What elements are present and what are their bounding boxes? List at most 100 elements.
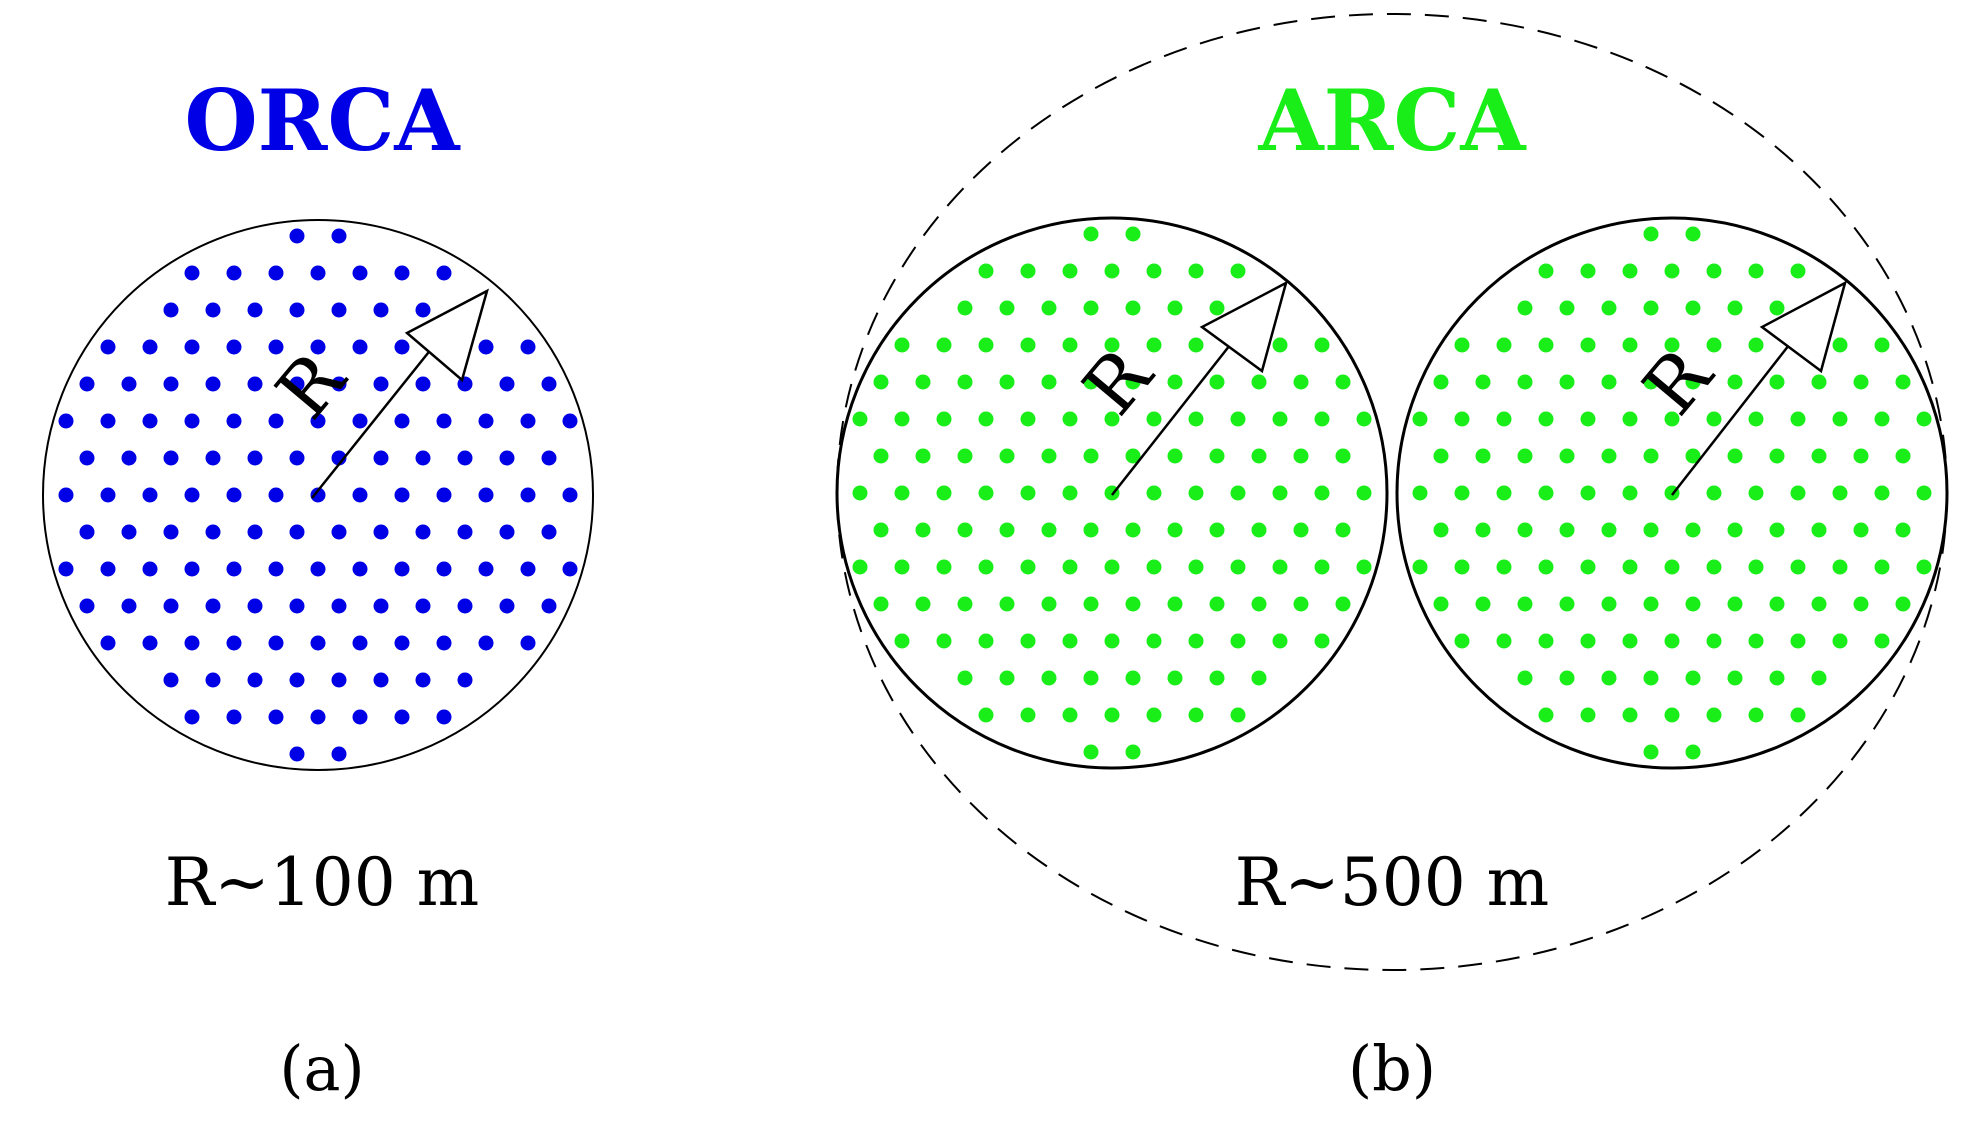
arca-dom-dot [1230,411,1246,427]
orca-dom-dot [373,598,389,614]
arca-dom-dot [873,596,889,612]
orca-dom-dot [352,709,368,725]
arca-dom-dot [1496,337,1512,353]
orca-dom-dot [100,487,116,503]
arca-dom-dot [1356,559,1372,575]
arca-dom-dot [1790,707,1806,723]
arca-dom-dot [978,411,994,427]
arca-dom-dot [1083,374,1099,390]
arca-dom-dot [1146,337,1162,353]
orca-dom-dot [142,339,158,355]
arca-dom-dot [1104,411,1120,427]
arca-dom-dot [1580,485,1596,501]
orca-dom-dot [436,635,452,651]
orca-dom-dot [268,339,284,355]
orca-dom-dots [58,228,578,762]
arca-dom-dot [1769,522,1785,538]
arca-dom-dot [1559,374,1575,390]
arca-dom-dot [1706,559,1722,575]
arca-dom-dot [1580,707,1596,723]
orca-dom-dot [100,561,116,577]
arca-dom-dot [999,522,1015,538]
orca-dom-dot [520,413,536,429]
arca-dom-dot [957,596,973,612]
arca-dom-dot [1020,337,1036,353]
arca-right-radius-arrow [1671,280,1847,496]
orca-dom-dot [352,339,368,355]
arca-dom-dot [1580,411,1596,427]
arca-dom-dot [1041,374,1057,390]
arca-dom-dot [957,670,973,686]
arca-dom-dot [1020,559,1036,575]
orca-dom-dot [226,561,242,577]
arca-dom-dot [1251,374,1267,390]
orca-dom-dot [142,635,158,651]
orca-dom-dot [121,524,137,540]
arca-dom-dot [1832,559,1848,575]
arca-dom-dot [1601,448,1617,464]
arca-dom-dot [1167,448,1183,464]
orca-dom-dot [436,709,452,725]
arca-dom-dot [1538,707,1554,723]
arca-dom-dot [1790,485,1806,501]
arca-dom-dot [1622,707,1638,723]
arca-dom-dot [1727,448,1743,464]
arca-dom-dot [1146,707,1162,723]
arca-dom-dot [1433,522,1449,538]
arca-right-boundary-circle [1395,216,1949,770]
arca-dom-dot [1146,411,1162,427]
arca-dom-dot [1727,522,1743,538]
panel-a-orca: ORCA R R~100 m (a) [42,71,594,1105]
arca-dom-dot [1664,411,1680,427]
arca-dom-dot [1496,559,1512,575]
arca-dom-dot [1517,300,1533,316]
arca-dom-dot [1230,559,1246,575]
orca-dom-dot [499,524,515,540]
arca-dom-dot [1230,633,1246,649]
arca-dom-dot [999,448,1015,464]
orca-dom-dot [163,524,179,540]
arca-dom-dot [1874,485,1890,501]
arca-dom-dot [1517,448,1533,464]
arca-dom-dot [1125,374,1141,390]
orca-dom-dot [289,524,305,540]
arca-dom-dot [1020,633,1036,649]
orca-dom-dot [478,635,494,651]
orca-dom-dot [562,487,578,503]
arca-dom-dot [999,596,1015,612]
arca-dom-dot [1748,485,1764,501]
arca-dom-dot [873,522,889,538]
arca-dom-dot [1748,263,1764,279]
arca-dom-dot [1475,596,1491,612]
arca-dom-dot [1580,633,1596,649]
arca-dom-dot [1496,633,1512,649]
arca-dom-dot [1041,448,1057,464]
arca-dom-dot [957,300,973,316]
arca-dom-dot [1062,559,1078,575]
orca-dom-dot [226,339,242,355]
orca-dom-dot [310,561,326,577]
orca-dom-dot [331,228,347,244]
panel-a-label: (a) [279,1032,364,1105]
orca-dom-dot [121,376,137,392]
orca-dom-dot [352,265,368,281]
arca-dom-dot [1916,559,1932,575]
arca-dom-dot [1748,337,1764,353]
arca-dom-dot [936,337,952,353]
arca-dom-dot [1230,263,1246,279]
arca-dom-dot [1580,263,1596,279]
arca-dom-dot [1685,670,1701,686]
arca-dom-dot [1643,226,1659,242]
arca-dom-dot [1895,596,1911,612]
orca-dom-dot [457,450,473,466]
arca-dom-dot [1314,485,1330,501]
arca-dom-dot [1335,596,1351,612]
arca-dom-dot [936,633,952,649]
arca-dom-dot [1769,374,1785,390]
arca-dom-dot [1188,337,1204,353]
arca-dom-dot [1125,448,1141,464]
orca-dom-dot [310,413,326,429]
arca-dom-dot [1643,448,1659,464]
orca-dom-dot [415,302,431,318]
orca-dom-dot [541,524,557,540]
